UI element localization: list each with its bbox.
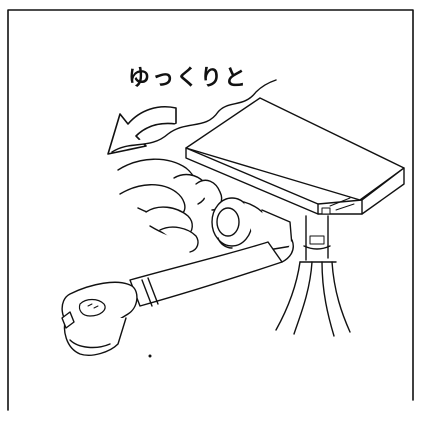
border	[7, 9, 414, 411]
instruction-caption: ゆっくりと	[128, 66, 249, 91]
shower-head-icon	[61, 281, 138, 356]
shower-arm	[129, 239, 294, 307]
curved-arrow-icon	[107, 106, 177, 155]
hand-icon	[111, 79, 277, 253]
faucet-icon	[185, 97, 405, 337]
stray-dot	[148, 354, 152, 358]
connector-knob	[211, 197, 293, 251]
